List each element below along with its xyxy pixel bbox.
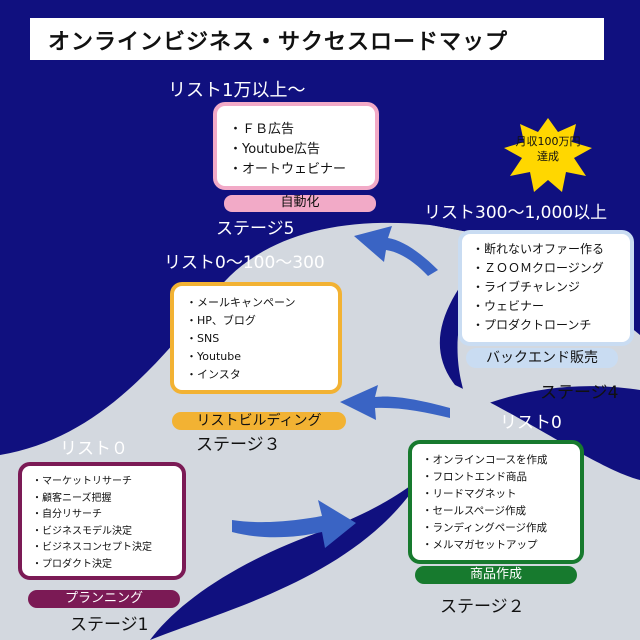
stage4-list: ・断れないオファー作る ・ＺＯＯＭクロージング ・ライブチャレンジ ・ウェビナー…: [472, 240, 620, 335]
list-item: ・プロダクト決定: [32, 558, 112, 570]
page-title: オンラインビジネス・サクセスロードマップ: [48, 30, 509, 55]
goal-star-icon: [504, 118, 592, 192]
goal-line1: 月収100万円: [515, 135, 581, 148]
tag-bg-stage1: [28, 590, 180, 608]
list-item: ・メールキャンペーン: [186, 296, 296, 309]
list-item: ・Youtube広告: [229, 142, 320, 157]
list-item: ・メルマガセットアップ: [422, 539, 538, 551]
tag-bg-stage3: [172, 412, 346, 430]
stage1-box: ・マーケットリサーチ ・顧客ニーズ把握 ・自分リサーチ ・ビジネスモデル決定 ・…: [18, 462, 186, 580]
stage3-box: ・メールキャンペーン ・HP、ブログ ・SNS ・Youtube ・インスタ: [170, 282, 342, 394]
list-item: ・プロダクトローンチ: [472, 318, 592, 332]
stage1-list: ・マーケットリサーチ ・顧客ニーズ把握 ・自分リサーチ ・ビジネスモデル決定 ・…: [32, 474, 172, 573]
tag-bg-stage5: [224, 195, 376, 212]
list-item: ・インスタ: [186, 368, 241, 381]
stage2-list: ・オンラインコースを作成 ・フロントエンド商品 ・リードマグネット ・セールスペ…: [422, 452, 570, 554]
tag-bg-stage4: [466, 348, 618, 368]
stage5-tag: 自動化: [280, 195, 320, 210]
list-item: ・ライブチャレンジ: [472, 280, 580, 294]
list-item: ・マーケットリサーチ: [32, 476, 132, 487]
stage4-tag: バックエンド販売: [486, 350, 598, 366]
list-item: ・SNS: [186, 332, 220, 345]
list-item: ・HP、ブログ: [186, 314, 256, 327]
list-item: ・Youtube: [186, 350, 241, 363]
stage3-tag: リストビルディング: [196, 413, 322, 429]
stage5-list-label: リスト1万以上〜: [168, 80, 306, 101]
goal-text: 月収100万円 達成: [508, 134, 588, 164]
list-item: ・断れないオファー作る: [472, 242, 605, 256]
stage2-box: ・オンラインコースを作成 ・フロントエンド商品 ・リードマグネット ・セールスペ…: [408, 440, 584, 564]
list-item: ・ビジネスモデル決定: [32, 525, 132, 537]
list-item: ・ランディングページ作成: [422, 522, 548, 534]
tag-bg-stage2: [415, 566, 577, 584]
list-item: ・フロントエンド商品: [422, 471, 527, 483]
stage3-list-label: リスト0〜100〜300: [164, 253, 325, 273]
stage4-box: ・断れないオファー作る ・ＺＯＯＭクロージング ・ライブチャレンジ ・ウェビナー…: [458, 230, 634, 346]
stage4-list-label: リスト300〜1,000以上: [424, 203, 608, 223]
stage3-list: ・メールキャンペーン ・HP、ブログ ・SNS ・Youtube ・インスタ: [186, 294, 326, 384]
stage5-box: ・ＦＢ広告 ・Youtube広告 ・オートウェビナー: [213, 102, 379, 190]
list-item: ・リードマグネット: [422, 488, 517, 500]
goal-line2: 達成: [537, 150, 559, 163]
stage2-label: ステージ２: [440, 597, 525, 617]
stage1-tag: プランニング: [64, 591, 143, 606]
stage1-label: ステージ1: [70, 615, 149, 635]
stage2-list-label: リスト0: [500, 413, 562, 433]
list-item: ・自分リサーチ: [32, 509, 102, 520]
list-item: ・セールスページ作成: [422, 505, 527, 517]
arrow-left-icon: [340, 385, 450, 420]
stage1-list-label: リスト０: [60, 439, 128, 459]
stage3-label: ステージ３: [196, 435, 281, 455]
list-item: ・ビジネスコンセプト決定: [32, 542, 152, 553]
list-item: ・オンラインコースを作成: [422, 454, 548, 466]
arrow-upleft-icon: [354, 226, 438, 276]
arrow-right-icon: [232, 500, 356, 548]
stage2-tag: 商品作成: [469, 567, 522, 582]
list-item: ・ウェビナー: [472, 299, 545, 313]
list-item: ・ＦＢ広告: [229, 122, 295, 137]
stage4-label: ステージ4: [540, 383, 619, 403]
list-item: ・ＺＯＯＭクロージング: [472, 261, 604, 275]
stage5-label: ステージ5: [216, 219, 295, 239]
list-item: ・顧客ニーズ把握: [32, 492, 112, 504]
title-bar: [30, 18, 604, 60]
list-item: ・オートウェビナー: [229, 162, 347, 177]
stage5-list: ・ＦＢ広告 ・Youtube広告 ・オートウェビナー: [229, 120, 363, 180]
